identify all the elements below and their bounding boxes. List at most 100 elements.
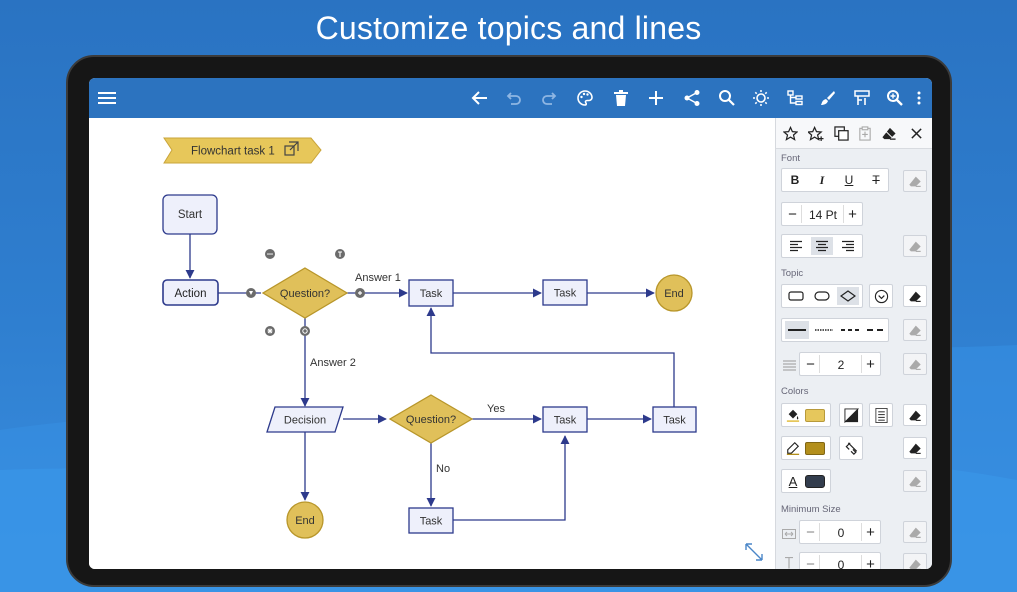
paste-style-icon[interactable] xyxy=(856,124,874,142)
title-tag-label: Flowchart task 1 xyxy=(191,146,275,158)
min-width-value[interactable]: 0 xyxy=(837,525,845,540)
line-style-group xyxy=(781,318,889,342)
bold-button[interactable]: B xyxy=(790,173,800,187)
font-size-plus-button[interactable]: + xyxy=(843,205,861,223)
node-task-2[interactable]: Task xyxy=(542,279,588,306)
svg-text:Action: Action xyxy=(175,288,207,300)
redo-icon[interactable] xyxy=(537,86,561,110)
share-icon[interactable] xyxy=(680,86,704,110)
external-link-icon[interactable] xyxy=(284,141,299,156)
node-task-3[interactable]: Task xyxy=(542,406,588,433)
font-style-group: B I U T xyxy=(781,168,889,192)
format-panel: Font B I U T − 14 Pt + xyxy=(775,118,932,569)
title-tag[interactable]: Flowchart task 1 xyxy=(163,137,322,164)
shape-rect-icon[interactable] xyxy=(785,287,807,305)
line-long-dash-icon[interactable] xyxy=(864,321,888,339)
node-end-1[interactable]: End xyxy=(655,274,693,312)
clear-line-width-button[interactable] xyxy=(903,353,927,375)
text-align-group xyxy=(781,234,863,258)
delete-icon[interactable] xyxy=(609,86,633,110)
min-height-plus-button[interactable]: + xyxy=(861,555,879,569)
format-icon[interactable] xyxy=(850,86,874,110)
clear-align-button[interactable] xyxy=(903,235,927,257)
node-question-2[interactable]: Question? xyxy=(388,394,474,444)
back-icon[interactable] xyxy=(468,86,492,110)
min-height-minus-button[interactable]: − xyxy=(802,555,820,569)
strikethrough-button[interactable]: T xyxy=(872,173,880,187)
selection-handles[interactable] xyxy=(246,249,365,336)
palette-icon[interactable] xyxy=(573,86,597,110)
fill-bucket-icon xyxy=(786,409,800,422)
line-dotted-icon[interactable] xyxy=(812,321,836,339)
svg-text:Task: Task xyxy=(420,516,443,528)
node-start[interactable]: Start xyxy=(162,194,218,235)
italic-button[interactable]: I xyxy=(819,172,825,187)
shape-rounded-icon[interactable] xyxy=(811,287,833,305)
min-height-value[interactable]: 0 xyxy=(837,557,845,570)
svg-text:End: End xyxy=(664,288,684,300)
line-solid-icon[interactable] xyxy=(785,321,809,339)
clear-shape-button[interactable] xyxy=(903,285,927,307)
more-icon[interactable] xyxy=(907,86,931,110)
font-size-minus-button[interactable]: − xyxy=(784,205,802,223)
line-width-value[interactable]: 2 xyxy=(837,357,845,372)
star-icon[interactable] xyxy=(781,124,799,142)
line-color-button[interactable] xyxy=(781,436,831,460)
menu-icon[interactable] xyxy=(95,86,119,110)
connectors xyxy=(185,234,675,521)
line-color-picker-icon[interactable] xyxy=(839,436,863,460)
fill-color-button[interactable] xyxy=(781,403,831,427)
min-width-plus-button[interactable]: + xyxy=(861,523,879,541)
app-toolbar xyxy=(89,78,932,118)
node-task-4[interactable]: Task xyxy=(652,406,697,433)
eraser-icon[interactable] xyxy=(880,124,898,142)
align-center-icon[interactable] xyxy=(811,237,833,255)
star-add-icon[interactable] xyxy=(807,124,825,142)
min-width-minus-button[interactable]: − xyxy=(802,523,820,541)
clear-min-height-button[interactable] xyxy=(903,553,927,569)
underline-button[interactable]: U xyxy=(844,173,854,187)
node-decision[interactable]: Decision xyxy=(266,406,344,433)
clear-line-color-button[interactable] xyxy=(903,437,927,459)
clear-fill-button[interactable] xyxy=(903,404,927,426)
theme-icon[interactable] xyxy=(749,86,773,110)
fill-gradient-icon[interactable] xyxy=(839,403,863,427)
clear-min-width-button[interactable] xyxy=(903,521,927,543)
node-task-5[interactable]: Task xyxy=(408,507,454,534)
node-question-1[interactable]: Question? xyxy=(261,267,349,319)
zoom-icon[interactable] xyxy=(883,86,907,110)
fill-pattern-icon[interactable] xyxy=(869,403,893,427)
node-end-2[interactable]: End xyxy=(286,501,324,539)
add-icon[interactable] xyxy=(644,86,668,110)
line-width-icon xyxy=(783,358,796,376)
close-icon[interactable] xyxy=(907,124,925,142)
section-label-font: Font xyxy=(781,153,801,164)
section-label-topic: Topic xyxy=(781,268,804,279)
brush-icon[interactable] xyxy=(816,86,840,110)
copy-style-icon[interactable] xyxy=(832,124,850,142)
font-size-value[interactable]: 14 Pt xyxy=(808,207,838,222)
shape-diamond-icon[interactable] xyxy=(837,287,859,305)
text-color-button[interactable]: A xyxy=(781,469,831,493)
svg-text:Question?: Question? xyxy=(280,288,330,300)
search-icon[interactable] xyxy=(715,86,739,110)
min-width-stepper: − 0 + xyxy=(799,520,881,544)
svg-text:Decision: Decision xyxy=(284,415,326,427)
headline: Customize topics and lines xyxy=(315,10,702,46)
structure-icon[interactable] xyxy=(783,86,807,110)
mindmap-canvas[interactable]: Flowchart task 1 Start Action xyxy=(89,118,775,569)
align-left-icon[interactable] xyxy=(785,237,807,255)
tablet-frame: Flowchart task 1 Start Action xyxy=(66,55,952,587)
clear-line-style-button[interactable] xyxy=(903,319,927,341)
line-width-plus-button[interactable]: + xyxy=(861,355,879,373)
clear-font-style-button[interactable] xyxy=(903,170,927,192)
align-right-icon[interactable] xyxy=(837,237,859,255)
node-action[interactable]: Action xyxy=(162,279,219,306)
line-dashed-icon[interactable] xyxy=(838,321,862,339)
node-task-1[interactable]: Task xyxy=(408,279,454,307)
line-width-minus-button[interactable]: − xyxy=(802,355,820,373)
clear-text-color-button[interactable] xyxy=(903,470,927,492)
undo-icon[interactable] xyxy=(502,86,526,110)
resize-icon[interactable] xyxy=(745,543,763,561)
shape-more-button[interactable] xyxy=(869,284,893,308)
